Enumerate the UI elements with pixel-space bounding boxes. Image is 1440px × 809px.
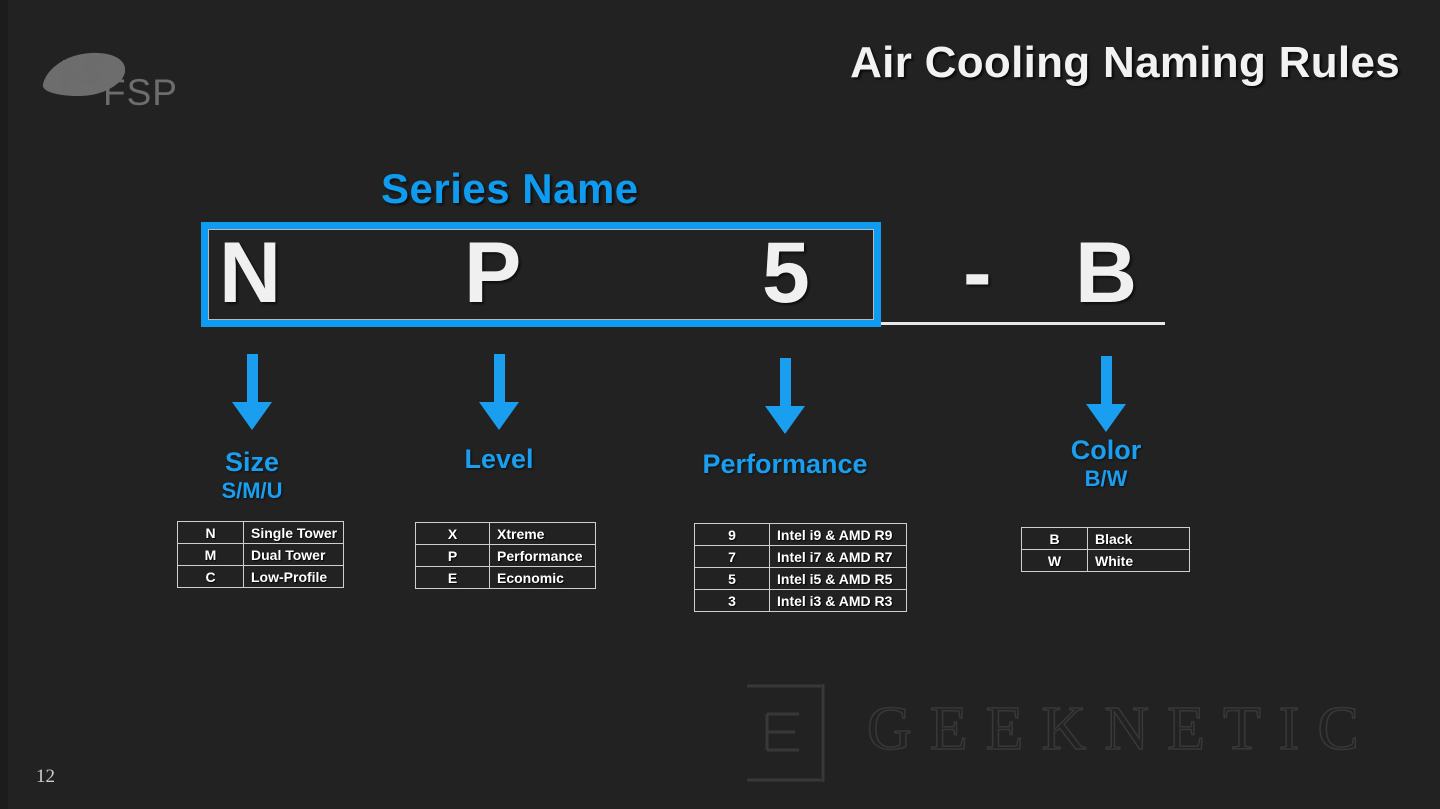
table-row: M Dual Tower (177, 543, 344, 566)
table-cell-code: 9 (694, 523, 770, 546)
fsp-logo: FSP (33, 44, 233, 114)
table-cell-desc: Intel i5 & AMD R5 (769, 567, 907, 590)
table-cell-code: C (177, 565, 244, 588)
group-label-size-sub: S/M/U (221, 478, 283, 503)
table-row: W White (1021, 549, 1190, 572)
table-cell-desc: Economic (489, 566, 596, 589)
table-cell-desc: Intel i3 & AMD R3 (769, 589, 907, 612)
group-label-level-main: Level (464, 444, 534, 474)
table-row: N Single Tower (177, 521, 344, 544)
table-cell-code: X (415, 522, 490, 545)
table-cell-desc: Single Tower (243, 521, 344, 544)
arrow-down-performance (765, 358, 805, 434)
group-label-performance-main: Performance (702, 449, 868, 479)
table-row: 9 Intel i9 & AMD R9 (694, 523, 907, 546)
table-row: 5 Intel i5 & AMD R5 (694, 567, 907, 590)
table-cell-code: E (415, 566, 490, 589)
table-cell-code: P (415, 544, 490, 567)
table-cell-code: W (1021, 549, 1088, 572)
group-label-performance: Performance (665, 448, 905, 480)
code-char-performance: 5 (762, 225, 810, 321)
legend-table-performance: 9 Intel i9 & AMD R9 7 Intel i7 & AMD R7 … (694, 523, 907, 612)
geeknetic-e-box-icon (747, 684, 825, 782)
table-row: E Economic (415, 566, 596, 589)
table-cell-desc: Intel i9 & AMD R9 (769, 523, 907, 546)
group-label-size: Size S/M/U (172, 446, 332, 504)
table-cell-code: N (177, 521, 244, 544)
group-label-size-main: Size (224, 447, 280, 477)
table-row: 3 Intel i3 & AMD R3 (694, 589, 907, 612)
color-code-underline (881, 322, 1165, 325)
group-label-level: Level (419, 443, 579, 475)
fsp-wordmark: FSP (103, 72, 178, 113)
left-edge-strip (0, 0, 8, 809)
page-title: Air Cooling Naming Rules (850, 38, 1400, 87)
table-cell-desc: Black (1087, 527, 1190, 550)
code-char-level: P (464, 225, 522, 321)
code-char-separator: - (963, 225, 992, 321)
table-cell-code: M (177, 543, 244, 566)
table-row: B Black (1021, 527, 1190, 550)
table-cell-desc: Low-Profile (243, 565, 344, 588)
fsp-swoosh-icon (42, 52, 126, 96)
legend-table-level: X Xtreme P Performance E Economic (415, 522, 596, 589)
code-char-color: B (1075, 225, 1138, 321)
legend-table-color: B Black W White (1021, 527, 1190, 572)
arrow-down-color (1086, 356, 1126, 432)
code-char-size: N (219, 225, 282, 321)
table-row: P Performance (415, 544, 596, 567)
group-label-color: Color B/W (1026, 434, 1186, 492)
arrow-down-level (479, 354, 519, 430)
series-name-label: Series Name (381, 165, 639, 212)
geeknetic-wordmark: GEEKNETIC (866, 694, 1377, 764)
group-label-color-sub: B/W (1084, 466, 1128, 491)
page-number: 12 (36, 766, 55, 787)
series-name-box (201, 222, 881, 327)
table-row: X Xtreme (415, 522, 596, 545)
legend-table-size: N Single Tower M Dual Tower C Low-Profil… (177, 521, 344, 588)
table-row: 7 Intel i7 & AMD R7 (694, 545, 907, 568)
table-cell-desc: Dual Tower (243, 543, 344, 566)
table-cell-code: 5 (694, 567, 770, 590)
arrow-down-size (232, 354, 272, 430)
table-row: C Low-Profile (177, 565, 344, 588)
table-cell-desc: White (1087, 549, 1190, 572)
table-cell-desc: Xtreme (489, 522, 596, 545)
series-name-box-inner-outline (208, 229, 874, 320)
table-cell-desc: Intel i7 & AMD R7 (769, 545, 907, 568)
geeknetic-watermark: GEEKNETIC (737, 676, 1407, 794)
table-cell-desc: Performance (489, 544, 596, 567)
group-label-color-main: Color (1070, 435, 1142, 465)
table-cell-code: 3 (694, 589, 770, 612)
table-cell-code: B (1021, 527, 1088, 550)
table-cell-code: 7 (694, 545, 770, 568)
